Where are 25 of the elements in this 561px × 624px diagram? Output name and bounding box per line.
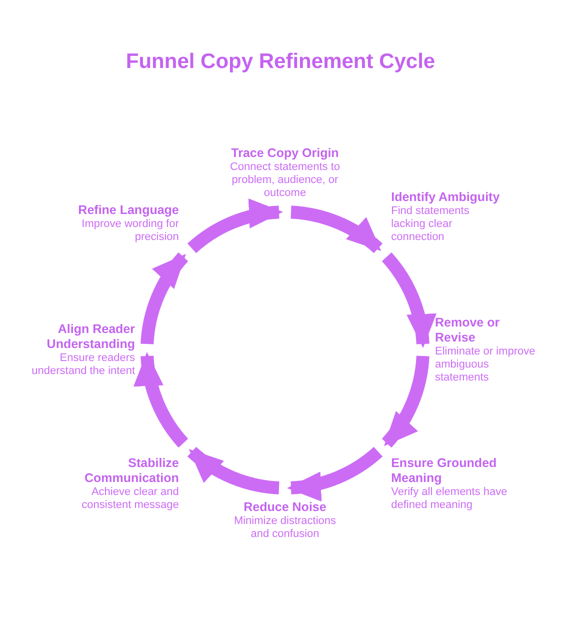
curved-arrow: [188, 200, 283, 254]
step-heading: Identify Ambiguity: [391, 190, 501, 205]
curved-arrow: [382, 252, 435, 348]
step-heading: Stabilize Communication: [83, 456, 179, 486]
curved-arrow: [140, 252, 188, 345]
step-description: Find statements lacking clear connection: [391, 204, 470, 244]
step-heading: Remove or Revise: [435, 316, 501, 346]
curved-arrow: [382, 355, 430, 448]
diagram-title: Funnel Copy Refinement Cycle: [124, 50, 436, 74]
step-description: Eliminate or improve ambiguous statements: [435, 346, 536, 384]
curved-arrow: [287, 446, 382, 500]
step-description: Achieve clear and consistent message: [80, 486, 179, 512]
step-description: Minimize distractions and confusion: [232, 515, 338, 541]
step-description: Ensure readers understand the intent: [30, 352, 135, 378]
curved-arrow: [290, 206, 382, 254]
step-heading: Trace Copy Origin: [230, 146, 340, 161]
step-description: Verify all elements have defined meaning: [391, 486, 508, 512]
step-heading: Align Reader Understanding: [46, 322, 135, 352]
step-heading: Refine Language: [77, 202, 179, 218]
step-description: Improve wording for precision: [80, 218, 179, 244]
curved-arrow: [135, 352, 188, 448]
step-heading: Ensure Grounded Meaning: [391, 456, 498, 486]
curved-arrow: [188, 446, 280, 494]
step-description: Connect statements to problem, audience, or outcome: [228, 161, 342, 200]
step-heading: Reduce Noise: [242, 500, 328, 515]
